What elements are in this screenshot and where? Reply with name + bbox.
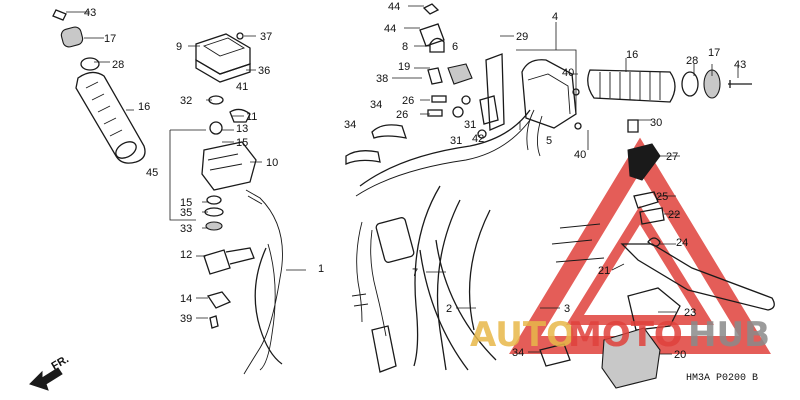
left-switch-housing-stack xyxy=(195,32,257,329)
watermark-auto: AUTO xyxy=(470,315,575,355)
center-switch-components xyxy=(345,3,505,165)
callout-27: 27 xyxy=(666,151,678,163)
callout-40-top: 40 xyxy=(562,67,574,79)
callout-10: 10 xyxy=(266,157,278,169)
left-grip-assembly xyxy=(52,9,146,164)
callout-34-top: 34 xyxy=(370,99,382,111)
callout-14: 14 xyxy=(180,293,192,305)
callout-42: 42 xyxy=(472,133,484,145)
callout-40-bottom: 40 xyxy=(574,149,586,161)
callout-28-right: 28 xyxy=(686,55,698,67)
callout-24: 24 xyxy=(676,237,688,249)
right-lever-assembly xyxy=(539,143,775,389)
callout-11: 11 xyxy=(246,111,257,123)
front-arrow-label: FR. xyxy=(50,353,71,372)
callout-43-right: 43 xyxy=(734,59,746,71)
callout-36: 36 xyxy=(258,65,270,77)
callout-30: 30 xyxy=(650,117,662,129)
callout-17-right: 17 xyxy=(708,47,720,59)
callout-45: 45 xyxy=(146,167,158,179)
callout-2: 2 xyxy=(446,303,452,315)
watermark-moto: MOTO xyxy=(568,315,683,355)
callout-5: 5 xyxy=(546,135,552,147)
callout-31-right: 31 xyxy=(464,119,476,131)
callout-23: 23 xyxy=(684,307,696,319)
callout-9: 9 xyxy=(176,41,182,53)
callout-22: 22 xyxy=(668,209,680,221)
callout-35: 35 xyxy=(180,207,192,219)
figure-code: HM3A P0200 B xyxy=(686,373,758,384)
watermark-text: AUTO MOTO HUB xyxy=(470,315,770,355)
callout-25: 25 xyxy=(656,191,668,203)
callout-44-second: 44 xyxy=(384,23,396,35)
callout-41: 41 xyxy=(236,81,248,93)
callout-39: 39 xyxy=(180,313,192,325)
callout-4: 4 xyxy=(552,11,558,23)
center-wiring-harness xyxy=(351,109,605,373)
callout-16-right: 16 xyxy=(626,49,638,61)
callout-26-bottom: 26 xyxy=(396,109,408,121)
callout-6: 6 xyxy=(452,41,458,53)
callout-33: 33 xyxy=(180,223,192,235)
front-direction-arrow: FR. xyxy=(29,353,71,391)
callout-19: 19 xyxy=(398,61,410,73)
callout-43-left: 43 xyxy=(84,7,96,19)
callout-15-top: 15 xyxy=(236,137,248,149)
callout-32: 32 xyxy=(180,95,192,107)
callout-26-top: 26 xyxy=(402,95,414,107)
callout-labels: 43 17 28 16 9 37 36 41 32 11 13 15 10 45… xyxy=(84,1,746,361)
callout-29: 29 xyxy=(516,31,528,43)
callout-7: 7 xyxy=(412,267,418,279)
callout-17-left: 17 xyxy=(104,33,116,45)
right-switch-housing xyxy=(521,59,582,157)
leader-lines xyxy=(66,5,739,355)
callout-8: 8 xyxy=(402,41,408,53)
callout-20: 20 xyxy=(674,349,686,361)
callout-21: 21 xyxy=(598,265,610,277)
callout-34-bottom: 34 xyxy=(512,347,524,359)
callout-31-left: 31 xyxy=(450,135,462,147)
right-grip-assembly xyxy=(587,69,752,133)
callout-38: 38 xyxy=(376,73,388,85)
callout-3: 3 xyxy=(564,303,570,315)
callout-28-left: 28 xyxy=(112,59,124,71)
watermark-hub: HUB xyxy=(688,315,770,355)
callout-12: 12 xyxy=(180,249,192,261)
left-cable xyxy=(243,189,283,375)
callout-37: 37 xyxy=(260,31,272,43)
callout-1: 1 xyxy=(318,263,324,275)
callout-44-top: 44 xyxy=(388,1,400,13)
callout-13: 13 xyxy=(236,123,248,135)
callout-34-left: 34 xyxy=(344,119,356,131)
callout-16-left: 16 xyxy=(138,101,150,113)
callout-15-bottom: 15 xyxy=(180,197,192,209)
